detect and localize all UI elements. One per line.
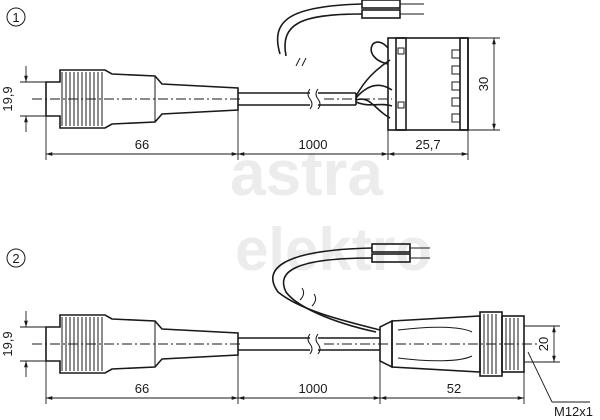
variant-1-dim-height: 30 — [468, 37, 500, 131]
variant-1-leads — [276, 0, 424, 119]
variant-1-label-circle — [6, 7, 26, 27]
variant-1-dim-diameter: 19,9 — [0, 66, 46, 132]
variant-1-drawing: 1 — [0, 0, 500, 160]
variant-2-socket-diameter-label: 20 — [536, 337, 551, 351]
variant-1-cable-length-label: 1000 — [299, 137, 328, 152]
variant-2-dim-socket-diameter: 20 — [524, 325, 560, 363]
variant-1-cable — [238, 88, 357, 110]
variant-2-connector-length-label: 66 — [135, 381, 149, 396]
variant-2-drawing: 2 — [0, 243, 593, 419]
watermark-line1: astra — [230, 137, 383, 209]
variant-2-leads — [272, 243, 430, 333]
variant-2-thread-label: M12x1 — [554, 404, 593, 419]
variant-1-connector-length-label: 66 — [135, 137, 149, 152]
variant-1-terminal-block — [387, 37, 469, 131]
variant-1-diameter-label: 19,9 — [0, 86, 15, 111]
watermark: astra elektro — [230, 137, 432, 283]
variant-1-label: 1 — [12, 10, 19, 25]
variant-2-thread-callout: M12x1 — [527, 351, 593, 419]
variant-1-dim-row: 66 1000 25,7 — [45, 110, 469, 160]
variant-1-terminal-width-label: 25,7 — [415, 137, 440, 152]
variant-2-diameter-label: 19,9 — [0, 331, 15, 356]
variant-2-cable-length-label: 1000 — [299, 381, 328, 396]
variant-2-label: 2 — [12, 251, 19, 266]
variant-2-cable — [238, 333, 380, 355]
variant-1-terminal-height-label: 30 — [476, 77, 491, 91]
variant-2-socket-length-label: 52 — [447, 381, 461, 396]
variant-2-label-circle — [6, 248, 26, 268]
variant-2-dim-diameter: 19,9 — [0, 311, 46, 377]
variant-2-dim-row: 66 1000 52 — [45, 355, 525, 404]
